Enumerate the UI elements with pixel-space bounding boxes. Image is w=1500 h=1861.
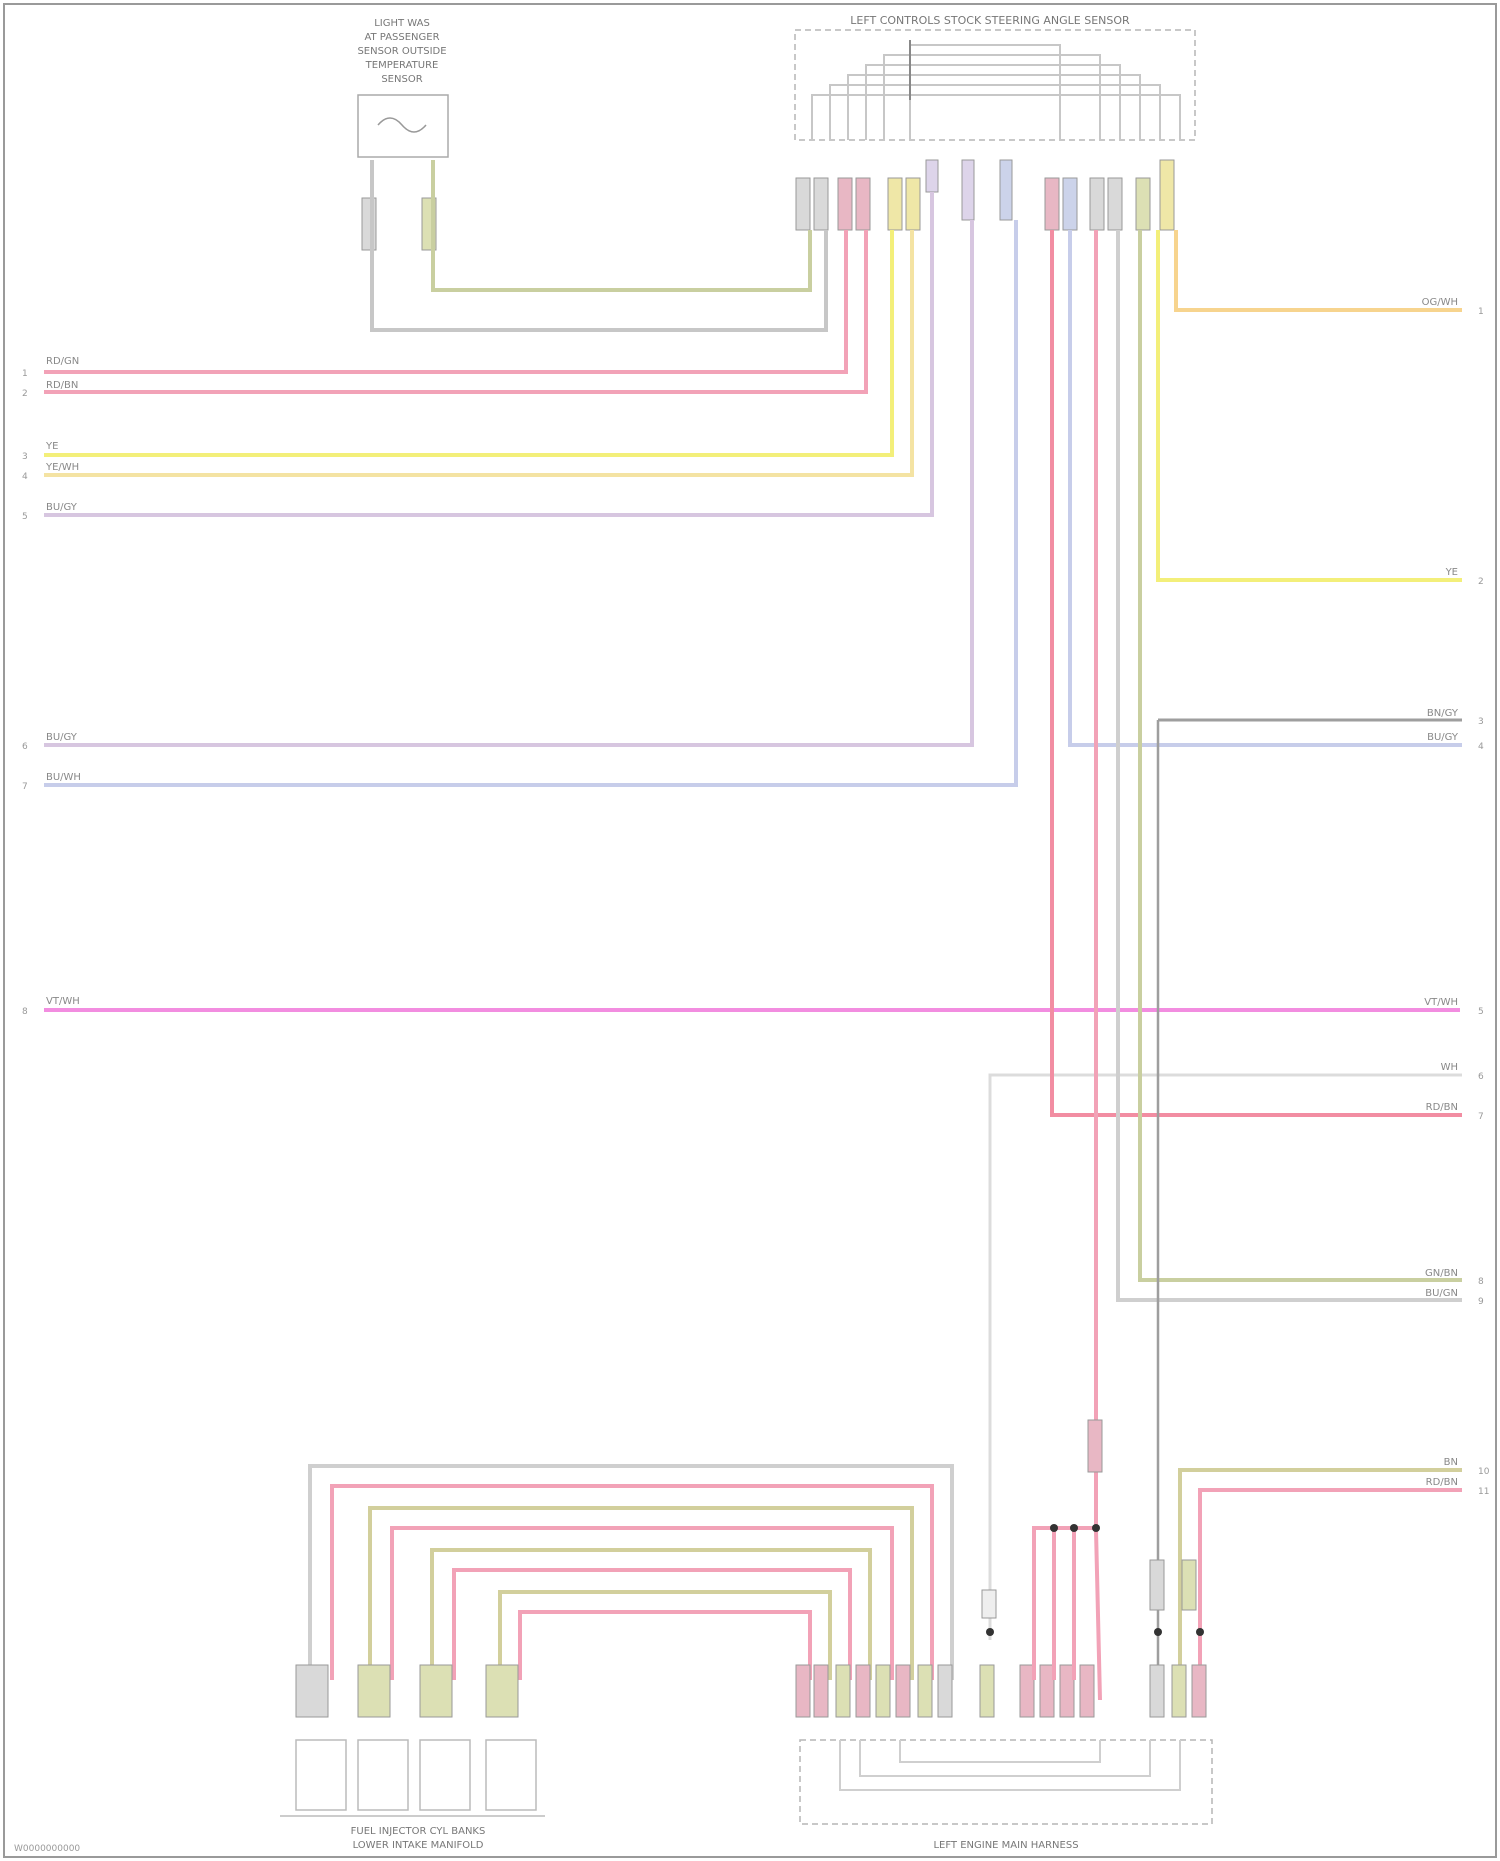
- left-pin-4: 4: [22, 472, 28, 482]
- splice-wires: [1034, 1528, 1096, 1680]
- sensor-title-line-2: AT PASSENGER: [364, 32, 439, 43]
- right-pin-6: 6: [1478, 1072, 1484, 1082]
- label-left-ye: YE: [45, 441, 58, 452]
- wire-right-wh: [990, 1075, 1462, 1640]
- label-left-bu-gy-2: BU/GY: [46, 732, 78, 743]
- engine-harness-connector: [796, 1665, 1206, 1717]
- label-right-ye: YE: [1445, 567, 1458, 578]
- steering-module-title: LEFT CONTROLS STOCK STEERING ANGLE SENSO…: [850, 14, 1130, 27]
- label-left-rd-gn: RD/GN: [46, 356, 79, 367]
- right-pin-3: 3: [1478, 717, 1484, 727]
- label-right-rd: RD/BN: [1426, 1102, 1458, 1113]
- wire-left-bu-wh: [44, 220, 1016, 785]
- left-pin-7: 7: [22, 782, 28, 792]
- wire-down-rd: [1096, 230, 1100, 1700]
- left-pin-5: 5: [22, 512, 28, 522]
- label-left-rd-bn: RD/BN: [46, 380, 78, 391]
- wire-left-rd-bn: [44, 230, 866, 392]
- wire-gn-sensor: [433, 160, 810, 290]
- right-pin-1: 1: [1478, 307, 1484, 317]
- engine-main-harness-module: [800, 1740, 1212, 1824]
- wire-right-ye: [1158, 230, 1462, 580]
- sensor-title-line-4: TEMPERATURE: [365, 60, 439, 71]
- right-pin-10: 10: [1478, 1467, 1490, 1477]
- diagram-border: [4, 4, 1496, 1857]
- label-right-bn-gy: BN/GY: [1427, 708, 1459, 719]
- label-left-ye-wh: YE/WH: [45, 462, 79, 473]
- label-right-bn: BN: [1444, 1457, 1458, 1468]
- injector-bodies: [280, 1740, 545, 1816]
- wire-right-og-wh: [1176, 230, 1462, 310]
- sensor-title-line-1: LIGHT WAS: [374, 18, 430, 29]
- wire-right-bu-gy: [1070, 230, 1462, 745]
- wire-left-ye: [44, 230, 892, 455]
- wire-right-rd: [1052, 230, 1462, 1115]
- injector-title-line-2: LOWER INTAKE MANIFOLD: [353, 1840, 484, 1851]
- label-right-bu-gn: BU/GN: [1425, 1288, 1458, 1299]
- sensor-title-line-5: SENSOR: [381, 74, 422, 85]
- steering-angle-sensor-module: LEFT CONTROLS STOCK STEERING ANGLE SENSO…: [795, 14, 1195, 140]
- label-left-vt-wh: VT/WH: [46, 996, 80, 1007]
- label-left-bu-gy: BU/GY: [46, 502, 78, 513]
- left-pin-6: 6: [22, 742, 28, 752]
- label-right-vt-wh: VT/WH: [1424, 997, 1458, 1008]
- right-pin-11: 11: [1478, 1487, 1489, 1497]
- label-right-bu-gy: BU/GY: [1427, 732, 1459, 743]
- label-right-rd-bn: RD/BN: [1426, 1477, 1458, 1488]
- label-right-wh: WH: [1441, 1062, 1458, 1073]
- wire-left-bu-gy: [44, 192, 932, 515]
- left-pin-8: 8: [22, 1007, 28, 1017]
- right-pin-4: 4: [1478, 742, 1484, 752]
- wire-left-rd-gn: [44, 230, 846, 372]
- wire-right-bn: [1180, 1470, 1462, 1700]
- right-pin-9: 9: [1478, 1297, 1484, 1307]
- label-left-bu-wh: BU/WH: [46, 772, 81, 783]
- right-pin-7: 7: [1478, 1112, 1484, 1122]
- wire-right-gn-bn: [1140, 230, 1462, 1280]
- steering-module-connector: [796, 160, 1174, 230]
- right-pin-5: 5: [1478, 1007, 1484, 1017]
- left-pin-1: 1: [22, 369, 28, 379]
- left-pin-2: 2: [22, 389, 28, 399]
- wire-gy-sensor: [372, 160, 826, 330]
- label-right-gn-bn: GN/BN: [1425, 1268, 1458, 1279]
- footer-code: W0000000000: [14, 1844, 80, 1854]
- engine-harness-title: LEFT ENGINE MAIN HARNESS: [933, 1840, 1078, 1851]
- sensor-title-line-3: SENSOR OUTSIDE: [357, 46, 446, 57]
- label-right-og-wh: OG/WH: [1422, 297, 1458, 308]
- wire-right-bu-gn: [1118, 230, 1462, 1300]
- right-pin-8: 8: [1478, 1277, 1484, 1287]
- injector-connectors: [296, 1665, 518, 1717]
- right-pin-2: 2: [1478, 577, 1484, 587]
- inline-connectors: [982, 1420, 1196, 1618]
- left-pin-3: 3: [22, 452, 28, 462]
- wire-left-ye-wh: [44, 230, 912, 475]
- injector-harness-loops: [310, 1466, 952, 1680]
- wire-right-rd-bn: [1200, 1490, 1462, 1700]
- injector-title-line-1: FUEL INJECTOR CYL BANKS: [351, 1826, 486, 1837]
- wire-left-bu-gy-2: [44, 220, 972, 745]
